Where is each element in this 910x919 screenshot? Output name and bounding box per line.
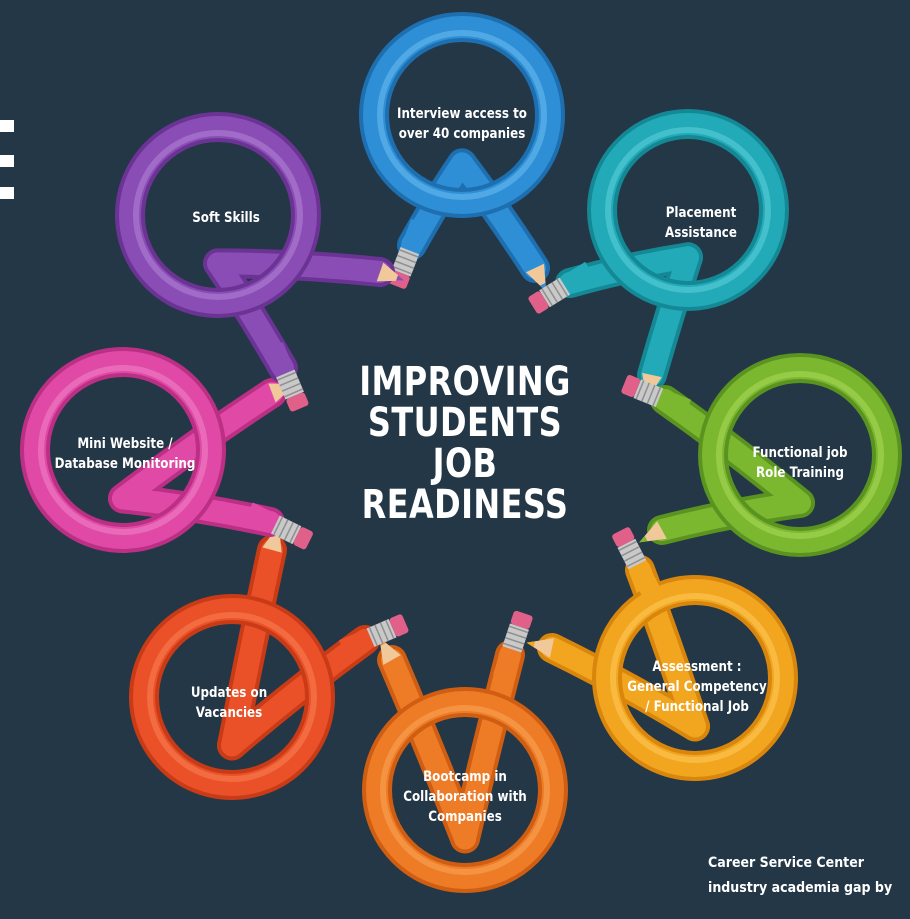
footer-line-2: industry academia gap by (708, 880, 893, 896)
center-title-line-2: STUDENTS (367, 400, 563, 446)
loop-vacancies (129, 524, 409, 800)
label-placement-line-1: Placement (665, 205, 737, 221)
loop-mini-website (20, 347, 313, 553)
loop-assessment (526, 527, 798, 781)
label-mini-website-line-2: Database Monitoring (54, 456, 196, 472)
loop-placement (528, 109, 789, 401)
label-soft-skills-line-1: Soft Skills (192, 210, 260, 226)
loop-soft-skills (115, 112, 405, 412)
center-title: IMPROVING STUDENTS JOB READINESS (345, 362, 585, 526)
label-bootcamp: Bootcamp in Collaboration with Companies (389, 767, 542, 827)
label-mini-website: Mini Website / Database Monitoring (49, 434, 202, 474)
center-title-line-1: IMPROVING (359, 359, 571, 405)
label-assessment: Assessment : General Competency / Functi… (621, 657, 774, 717)
footer-line-1: Career Service Center (708, 855, 864, 871)
functional-training-pencil-tip-icon (639, 521, 667, 543)
label-placement-line-2: Assistance (665, 225, 737, 241)
label-assessment-line-2: General Competency (627, 679, 767, 695)
label-vacancies-line-2: Vacancies (195, 705, 263, 721)
label-assessment-line-1: Assessment : (652, 659, 742, 675)
label-bootcamp-line-2: Collaboration with (403, 789, 527, 805)
bootcamp-pencil-eraser-icon (492, 610, 533, 681)
label-interview-line-2: over 40 companies (398, 126, 526, 142)
label-interview: Interview access to over 40 companies (386, 104, 539, 144)
center-title-line-4: READINESS (361, 482, 569, 528)
label-assessment-line-3: / Functional Job (645, 699, 749, 715)
assessment-pencil-tip-icon (526, 638, 555, 658)
loop-functional-training (621, 353, 902, 557)
placement-pencil-eraser-icon (528, 261, 596, 314)
label-soft-skills: Soft Skills (150, 208, 303, 228)
label-functional-training-line-1: Functional job (752, 445, 848, 461)
label-vacancies-line-1: Updates on (190, 685, 268, 701)
label-functional-training-line-2: Role Training (756, 465, 844, 481)
loop-bootcamp (362, 610, 568, 893)
assessment-pencil-eraser-icon (612, 527, 660, 596)
label-interview-line-1: Interview access to (397, 106, 527, 122)
mini-website-pencil-eraser-icon (244, 502, 313, 550)
label-bootcamp-line-3: Companies (428, 809, 502, 825)
functional-training-pencil-eraser-icon (621, 375, 691, 419)
soft-skills-pencil-tip-icon (376, 262, 405, 282)
soft-skills-pencil-eraser-icon (264, 342, 309, 412)
label-mini-website-line-1: Mini Website / (77, 436, 173, 452)
footer-text: Career Service Center industry academia … (708, 851, 910, 901)
vacancies-pencil-eraser-icon (339, 614, 409, 659)
loop-interview (359, 12, 565, 292)
label-bootcamp-line-1: Bootcamp in (423, 769, 507, 785)
label-functional-training: Functional job Role Training (724, 443, 877, 483)
label-vacancies: Updates on Vacancies (153, 683, 306, 723)
label-placement: Placement Assistance (625, 203, 778, 243)
center-title-line-3: JOB (432, 441, 498, 487)
